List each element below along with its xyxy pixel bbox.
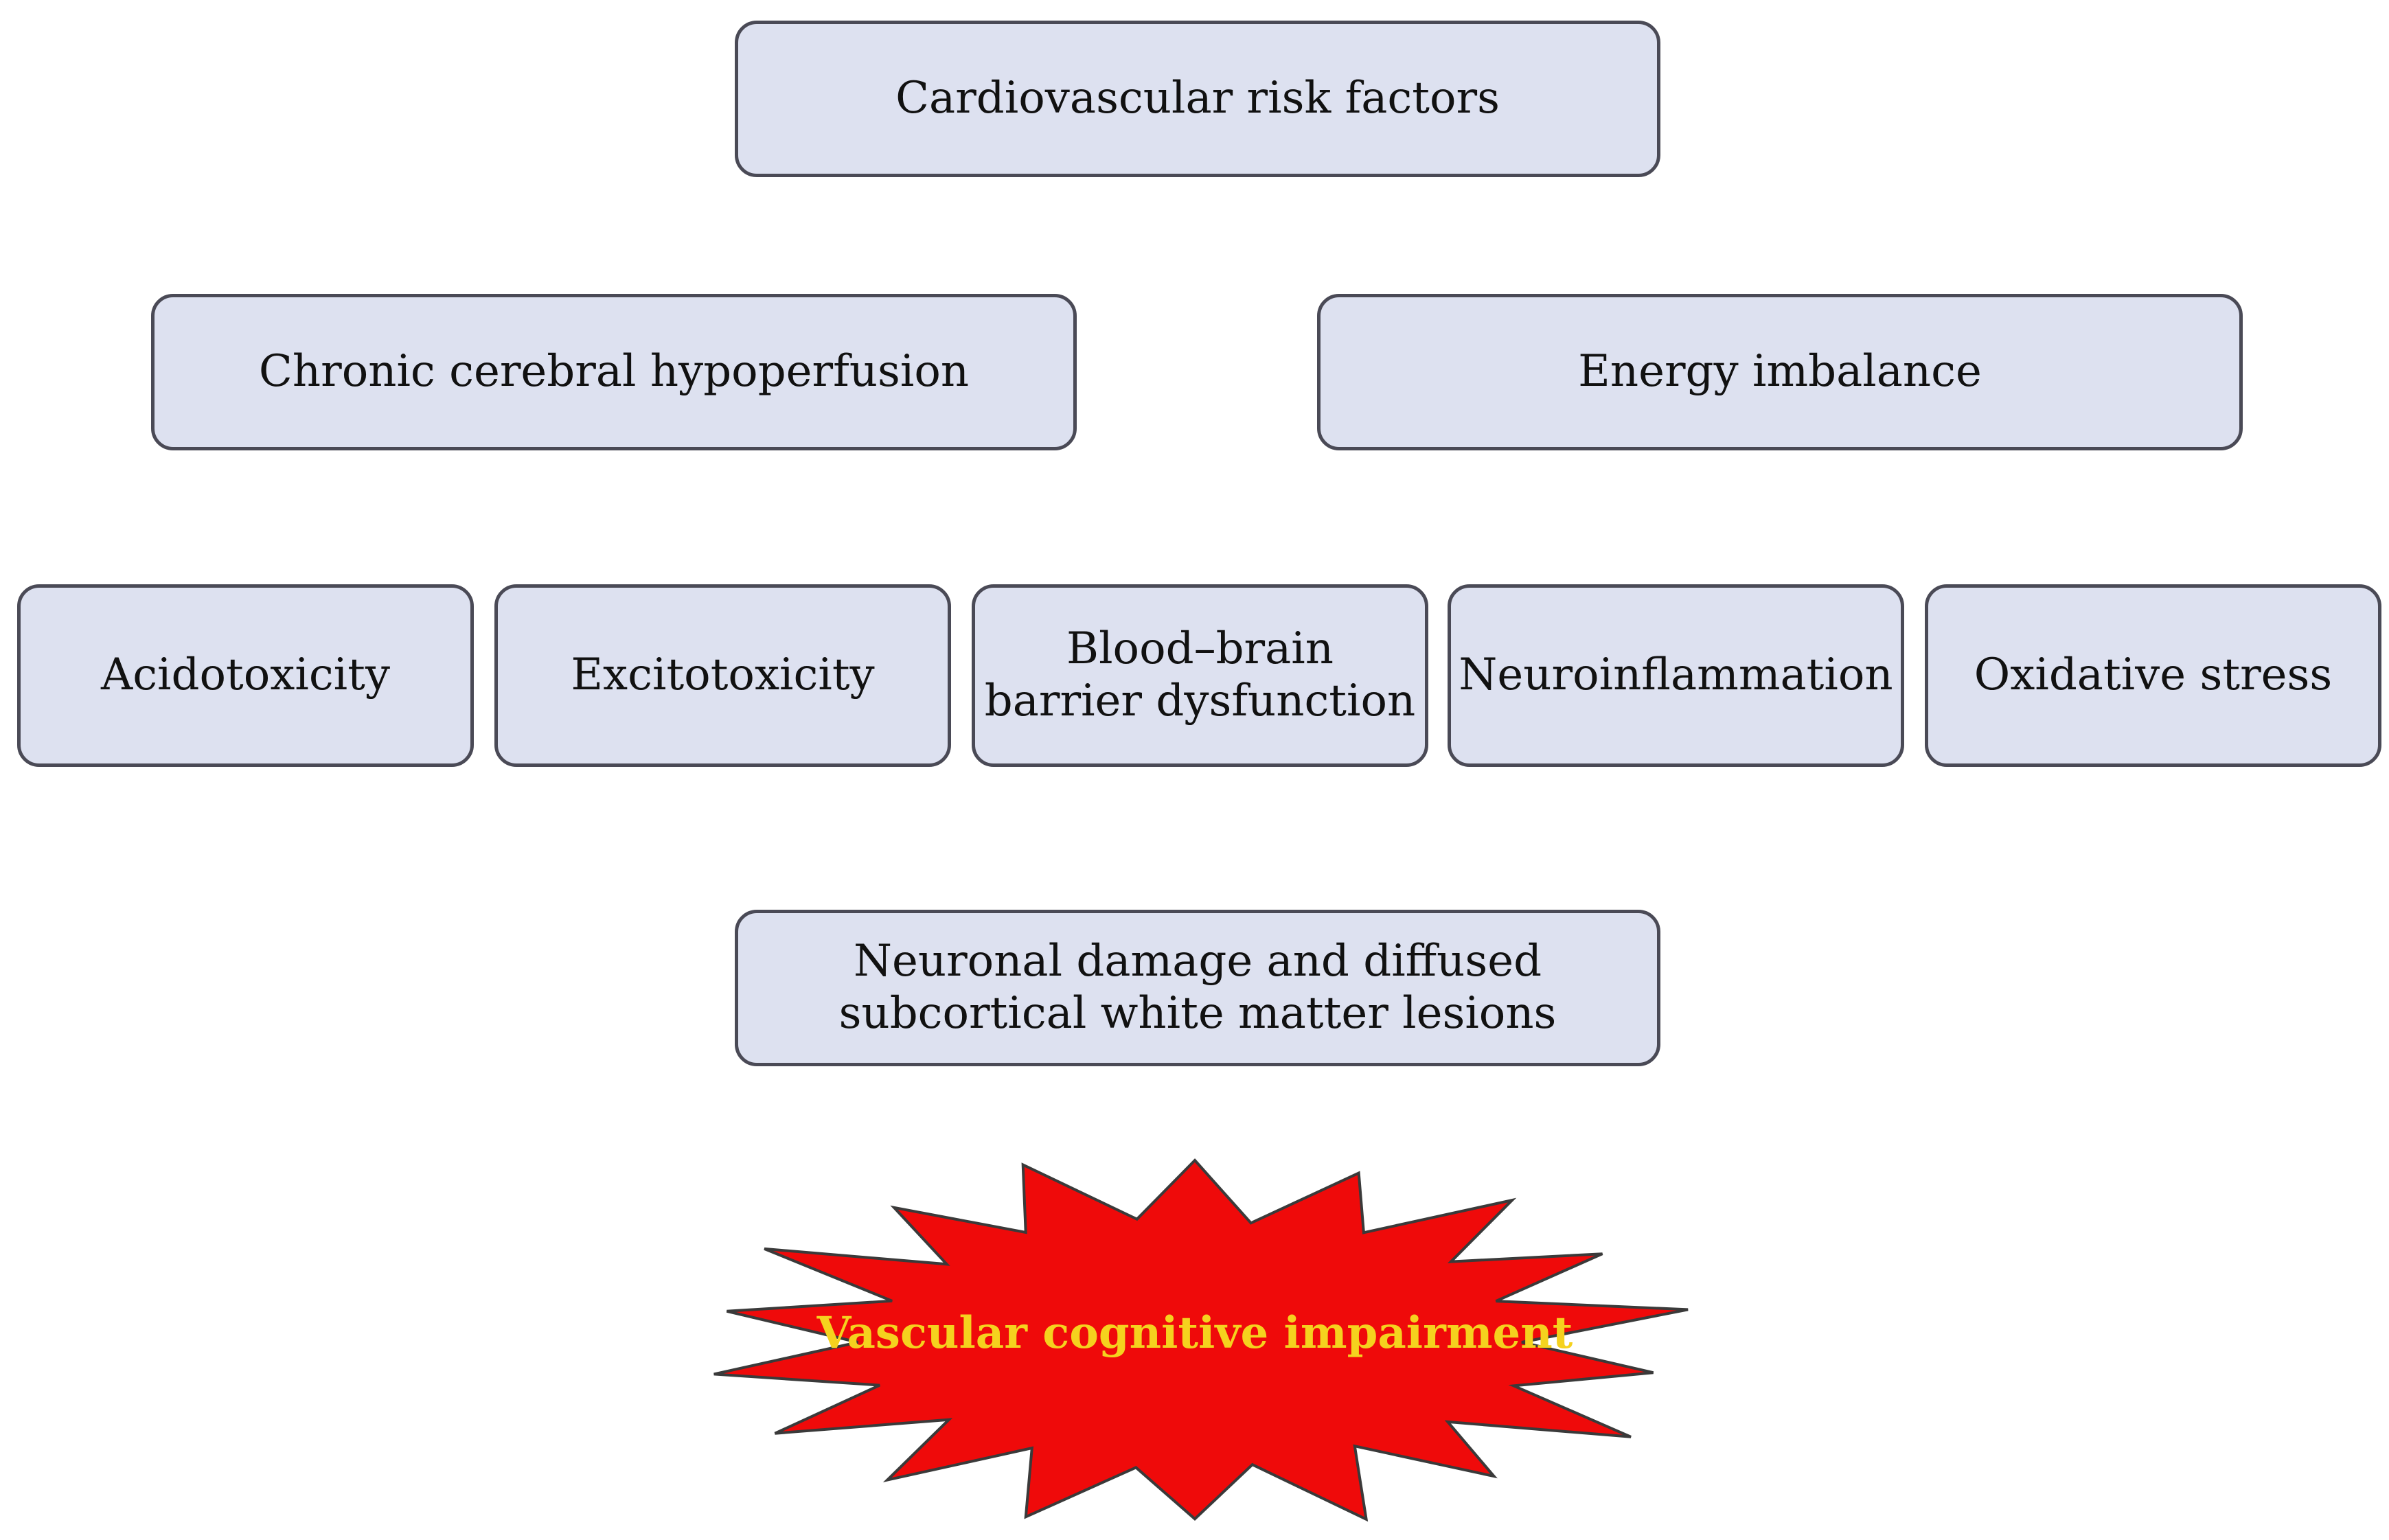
node-label-line-1: Neuronal damage and diffused xyxy=(853,936,1542,987)
node-label: Chronic cerebral hypoperfusion xyxy=(258,346,970,398)
node-chronic-cerebral-hypoperfusion: Chronic cerebral hypoperfusion xyxy=(151,294,1077,450)
outcome-label: Vascular cognitive impairment xyxy=(816,1307,1573,1359)
starburst-shape xyxy=(713,1158,1689,1522)
node-blood-brain-barrier-dysfunction: Blood–brain barrier dysfunction xyxy=(972,584,1428,767)
node-label: Acidotoxicity xyxy=(100,650,391,701)
node-acidotoxicity: Acidotoxicity xyxy=(17,584,474,767)
node-cardiovascular-risk-factors: Cardiovascular risk factors xyxy=(735,21,1660,177)
node-label-line-2: subcortical white matter lesions xyxy=(838,988,1557,1039)
node-neuroinflammation: Neuroinflammation xyxy=(1448,584,1904,767)
node-excitotoxicity: Excitotoxicity xyxy=(494,584,951,767)
node-label-group: Blood–brain barrier dysfunction xyxy=(985,623,1415,727)
node-label-line-2: barrier dysfunction xyxy=(984,676,1416,726)
node-label: Energy imbalance xyxy=(1578,346,1982,398)
node-neuronal-damage: Neuronal damage and diffused subcortical… xyxy=(735,910,1660,1066)
node-label: Neuroinflammation xyxy=(1459,650,1893,701)
node-label: Excitotoxicity xyxy=(571,650,875,701)
node-label: Oxidative stress xyxy=(1974,650,2333,701)
node-oxidative-stress: Oxidative stress xyxy=(1925,584,2381,767)
node-label: Cardiovascular risk factors xyxy=(895,73,1500,124)
node-label-group: Neuronal damage and diffused subcortical… xyxy=(839,936,1557,1039)
node-energy-imbalance: Energy imbalance xyxy=(1317,294,2243,450)
node-label-line-1: Blood–brain xyxy=(1066,623,1334,675)
